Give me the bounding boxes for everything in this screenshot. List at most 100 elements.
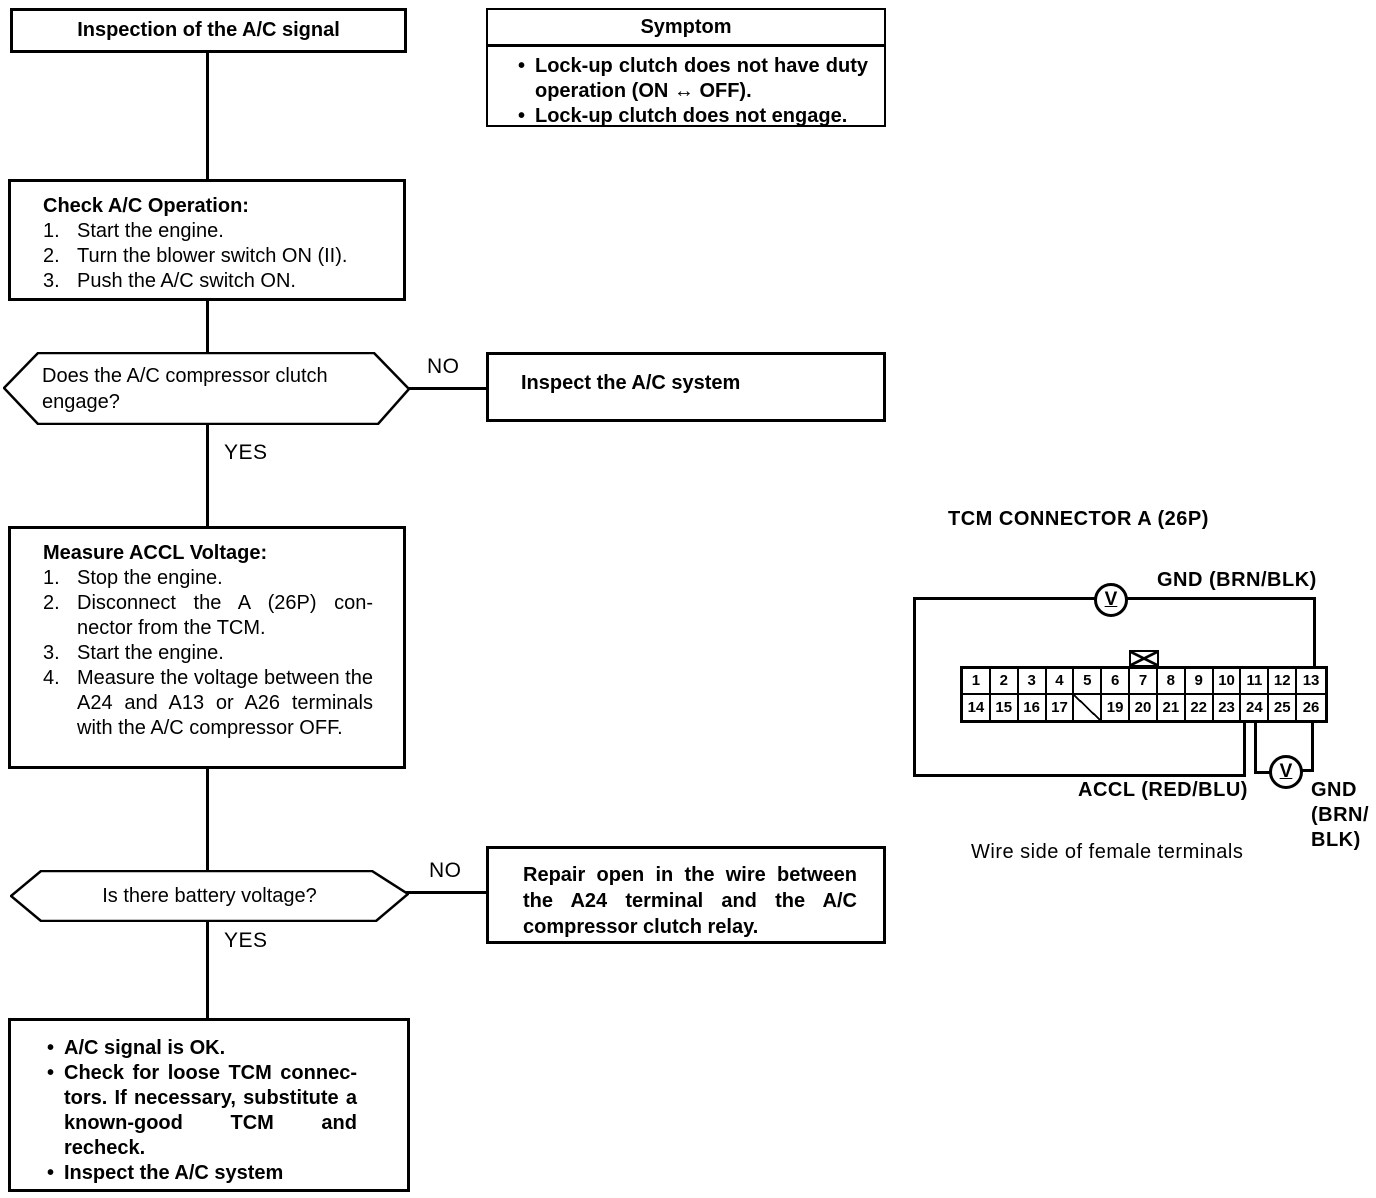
step-number: 4. — [43, 667, 60, 689]
pin-cell: 7 — [1130, 669, 1158, 695]
no-branch-line — [406, 891, 487, 894]
pin-cell: 3 — [1018, 669, 1047, 695]
step-number: 2. — [43, 592, 60, 614]
pin-cell: 4 — [1046, 669, 1075, 695]
wire-segment — [1243, 721, 1246, 777]
wire-segment — [913, 597, 1095, 600]
bullet-icon: • — [47, 1062, 55, 1084]
empty-pin-cell — [1074, 694, 1103, 720]
step-text: Disconnect the A (26P) con­nector from t… — [77, 592, 373, 639]
bullet-icon: • — [47, 1037, 55, 1059]
wire-segment — [913, 774, 1246, 777]
pin-cell: 1 — [963, 669, 991, 695]
pin-cell: 21 — [1158, 694, 1186, 720]
pin-cell: 13 — [1297, 669, 1325, 695]
flow-line — [206, 423, 209, 527]
step-text: Push the A/C switch ON. — [77, 270, 296, 292]
step-row: 1. Stop the engine. — [43, 566, 373, 591]
repair-open-wire-box: Repair open in the wire between the A24 … — [486, 846, 886, 944]
decision-battery-voltage-text: Is there battery voltage? — [102, 885, 317, 907]
yes-label: YES — [224, 929, 268, 952]
step-row: 1. Start the engine. — [43, 219, 375, 244]
pin-cell: 19 — [1102, 694, 1131, 720]
result-bullet: • Check for loose TCM connec­tors. If ne… — [47, 1062, 357, 1159]
symptom-bullet: • Lock-up clutch does not have duty oper… — [518, 55, 868, 102]
pin-cell: 17 — [1047, 694, 1075, 720]
repair-open-wire-text: Repair open in the wire between the A24 … — [523, 864, 857, 938]
pin-cell: 20 — [1130, 694, 1158, 720]
check-operation-title: Check A/C Operation: — [43, 195, 249, 217]
voltmeter-icon: V — [1094, 583, 1128, 617]
wire-segment — [1311, 721, 1314, 772]
pin-cell: 2 — [990, 669, 1019, 695]
keyway-icon — [1129, 650, 1159, 667]
step-number: 3. — [43, 270, 60, 292]
measure-accl-title: Measure ACCL Voltage: — [43, 542, 268, 564]
no-label: NO — [427, 355, 460, 378]
bullet-icon: • — [47, 1162, 55, 1184]
flow-title: Inspection of the A/C signal — [77, 19, 340, 41]
connector-grid: 1 2 3 4 5 6 7 8 9 10 11 12 13 14 15 16 1… — [960, 666, 1328, 723]
gnd-bottom-label: GND (BRN/ BLK) — [1311, 779, 1370, 851]
no-branch-line — [407, 387, 487, 390]
no-label: NO — [429, 859, 462, 882]
step-text: Stop the engine. — [77, 567, 223, 589]
pin-cell: 10 — [1213, 669, 1242, 695]
flow-line — [206, 300, 209, 353]
pin-cell: 14 — [963, 694, 991, 720]
pin-cell: 24 — [1241, 694, 1270, 720]
pin-cell: 5 — [1074, 669, 1103, 695]
pin-cell: 6 — [1102, 669, 1131, 695]
pin-cell: 8 — [1157, 669, 1186, 695]
pin-cell: 12 — [1269, 669, 1298, 695]
pin-cell: 23 — [1214, 694, 1242, 720]
measure-accl-box: Measure ACCL Voltage: 1. Stop the engine… — [8, 526, 406, 769]
symptom-bullet: • Lock-up clutch does not engage. — [518, 105, 848, 127]
step-row: 4. Measure the voltage between the A24 a… — [43, 666, 373, 741]
wire-segment — [1313, 597, 1316, 668]
decision-compressor-clutch-text: Does the A/C compressor clutch engage? — [42, 365, 328, 413]
step-number: 2. — [43, 245, 60, 267]
voltmeter-symbol: V — [1104, 589, 1118, 610]
pin-cell: 25 — [1269, 694, 1298, 720]
pin-cell: 15 — [991, 694, 1019, 720]
result-box: • A/C signal is OK. • Check for loose TC… — [8, 1018, 410, 1192]
tcm-connector-title: TCM CONNECTOR A (26P) — [948, 508, 1209, 530]
step-text: Measure the voltage between the A24 and … — [77, 667, 373, 739]
pin-cell: 16 — [1019, 694, 1047, 720]
flow-line — [206, 52, 209, 179]
result-bullet: • A/C signal is OK. — [47, 1037, 226, 1059]
wire-segment — [1127, 597, 1316, 600]
symptom-box: Symptom • Lock-up clutch does not have d… — [486, 8, 886, 127]
voltmeter-symbol: V — [1279, 761, 1293, 782]
result-bullet: • Inspect the A/C system — [47, 1162, 284, 1184]
wire-segment — [1301, 769, 1314, 772]
bullet-icon: • — [518, 105, 526, 127]
step-text: Start the engine. — [77, 642, 224, 664]
pin-cell: 22 — [1186, 694, 1214, 720]
flow-line — [206, 920, 209, 1019]
voltmeter-icon: V — [1269, 755, 1303, 789]
gnd-top-label: GND (BRN/BLK) — [1157, 569, 1317, 591]
accl-label: ACCL (RED/BLU) — [1078, 779, 1248, 801]
inspect-ac-system-text: Inspect the A/C system — [521, 372, 741, 394]
check-operation-box: Check A/C Operation: 1. Start the engine… — [8, 179, 406, 301]
step-row: 2. Turn the blower switch ON (II). — [43, 244, 375, 269]
pin-cell: 9 — [1185, 669, 1214, 695]
step-row: 3. Start the engine. — [43, 641, 373, 666]
yes-label: YES — [224, 441, 268, 464]
step-text: Turn the blower switch ON (II). — [77, 245, 348, 267]
step-text: Start the engine. — [77, 220, 224, 242]
flow-title-box: Inspection of the A/C signal — [10, 8, 407, 53]
inspect-ac-system-box: Inspect the A/C system — [486, 352, 886, 422]
bullet-icon: • — [518, 55, 526, 77]
symptom-header: Symptom — [488, 10, 884, 47]
step-number: 1. — [43, 220, 60, 242]
decision-battery-voltage — [10, 870, 409, 922]
flow-line — [206, 768, 209, 871]
step-number: 3. — [43, 642, 60, 664]
step-row: 3. Push the A/C switch ON. — [43, 269, 375, 294]
wire-segment — [913, 597, 916, 777]
wire-segment — [1254, 771, 1272, 774]
